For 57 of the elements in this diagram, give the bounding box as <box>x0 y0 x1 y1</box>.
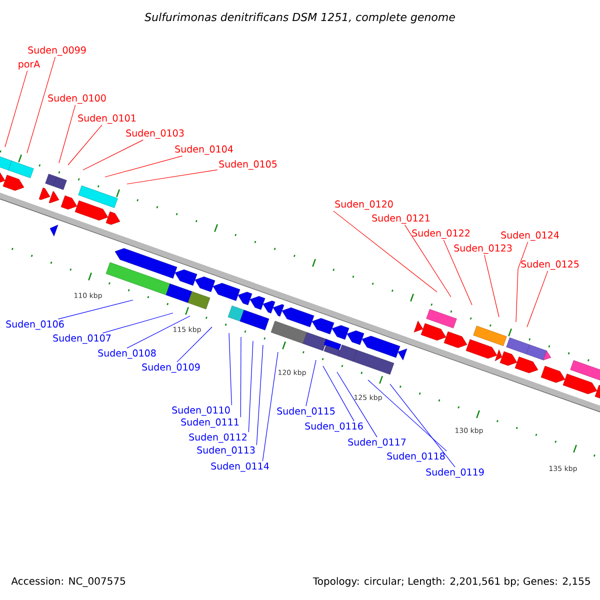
leader-line <box>248 340 254 432</box>
leader-line <box>404 224 452 298</box>
gene-label: Suden_0111 <box>181 418 239 428</box>
leader-line <box>322 366 354 422</box>
gene-label: Suden_0119 <box>426 468 484 478</box>
gene-label: Suden_0122 <box>412 229 470 239</box>
leader-line <box>336 372 378 438</box>
gene-label: Suden_0106 <box>6 320 64 330</box>
leader-line <box>58 300 134 320</box>
footer-text: Accession: NC_007575 <box>11 577 126 587</box>
leader-line <box>26 56 56 154</box>
gene-label: Suden_0123 <box>454 244 512 254</box>
leader-line <box>228 332 232 406</box>
leader-line <box>443 240 472 306</box>
gene-label: Suden_0105 <box>219 160 277 170</box>
leader-line <box>262 352 278 462</box>
gene-label: Suden_0103 <box>126 129 184 139</box>
leader-line <box>484 254 500 318</box>
leader-line <box>58 104 76 164</box>
gene-label: Suden_0117 <box>348 438 406 448</box>
leader-line <box>126 170 218 184</box>
gene-label: Suden_0108 <box>98 349 156 359</box>
leader-line <box>68 124 102 166</box>
leader-line <box>126 316 190 348</box>
gene-label: Suden_0114 <box>211 462 269 472</box>
gene-label: Suden_0120 <box>335 200 393 210</box>
gene-label: Suden_0104 <box>175 145 233 155</box>
leader-line <box>526 270 548 328</box>
gene-label: Suden_0118 <box>387 452 445 462</box>
gene-label: Suden_0116 <box>305 422 363 432</box>
gene-label: Suden_0110 <box>172 406 230 416</box>
gene-label: Suden_0107 <box>53 334 111 344</box>
leader-line <box>306 360 316 406</box>
title: Sulfurimonas denitrificans DSM 1251, complete genome <box>144 12 455 24</box>
gene-label: Suden_0112 <box>189 433 246 443</box>
leader-line <box>82 140 144 170</box>
gene-label: porA <box>18 60 40 70</box>
gene-label: Suden_0101 <box>78 114 136 124</box>
gene-label: Suden_0115 <box>277 407 335 417</box>
gene-label: Suden_0125 <box>521 260 579 270</box>
footer-text: Topology: circular; Length: 2,201,561 bp; Genes: 2,155 <box>312 577 590 587</box>
gene-label: Suden_0113 <box>197 446 255 456</box>
leader-line <box>4 70 28 148</box>
leader-line <box>256 344 264 446</box>
gene-label: Suden_0100 <box>48 94 106 104</box>
leader-line <box>368 380 447 452</box>
leader-line <box>390 384 456 468</box>
leader-line <box>104 156 183 178</box>
leader-line <box>240 336 242 418</box>
leader-line <box>102 312 174 334</box>
leader-line <box>333 210 438 292</box>
leader-line <box>176 326 212 362</box>
gene-label: Suden_0099 <box>28 46 86 56</box>
gene-label: Suden_0121 <box>372 214 430 224</box>
gene-label: Suden_0109 <box>142 363 200 373</box>
leader-line <box>516 242 528 322</box>
gene-label: Suden_0124 <box>501 231 559 241</box>
